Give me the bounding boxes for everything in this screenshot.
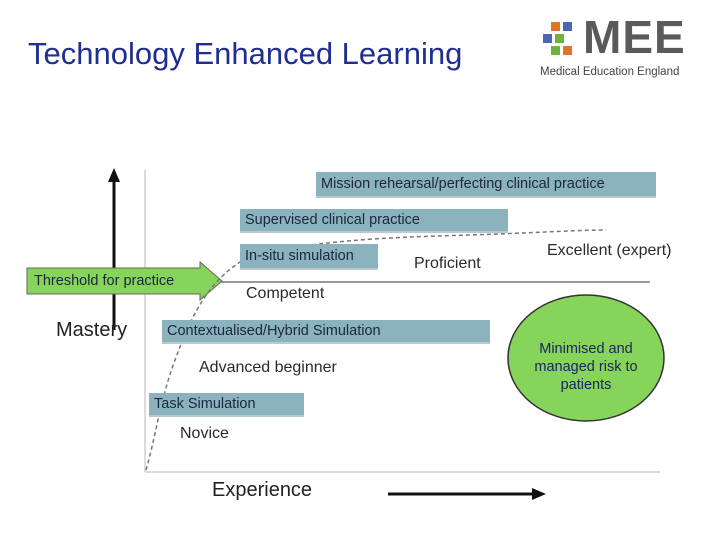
x-axis-label: Experience (212, 479, 313, 501)
bar-supervised-practice: Supervised clinical practice (240, 209, 508, 233)
logo-subtitle: Medical Education England (540, 66, 680, 78)
risk-ellipse (507, 294, 665, 422)
stage-advanced-beginner: Advanced beginner (199, 359, 337, 376)
risk-note: Minimised and managed risk to patients (534, 341, 638, 393)
stage-novice: Novice (180, 425, 229, 442)
y-axis-label: Mastery (56, 319, 128, 341)
learning-curve (145, 229, 607, 471)
bar-in-situ-simulation: In-situ simulation (240, 244, 378, 270)
bar-task-simulation: Task Simulation (149, 393, 304, 417)
stage-expert: Excellent (expert) (547, 242, 672, 259)
logo-wordmark: MEE (583, 11, 686, 63)
y-axis-arrowhead (108, 168, 120, 182)
threshold-arrow (26, 260, 223, 302)
page-title: Technology Enhanced Learning (28, 36, 463, 71)
x-axis-arrowhead (532, 488, 546, 500)
bar-mission-rehearsal: Mission rehearsal/perfecting clinical pr… (316, 172, 656, 198)
stage-competent: Competent (246, 285, 325, 302)
stage-proficient: Proficient (414, 255, 481, 272)
bar-contextualised-hybrid: Contextualised/Hybrid Simulation (162, 320, 490, 344)
threshold-label: Threshold for practice (34, 273, 175, 289)
mee-logo-icon (543, 22, 572, 55)
